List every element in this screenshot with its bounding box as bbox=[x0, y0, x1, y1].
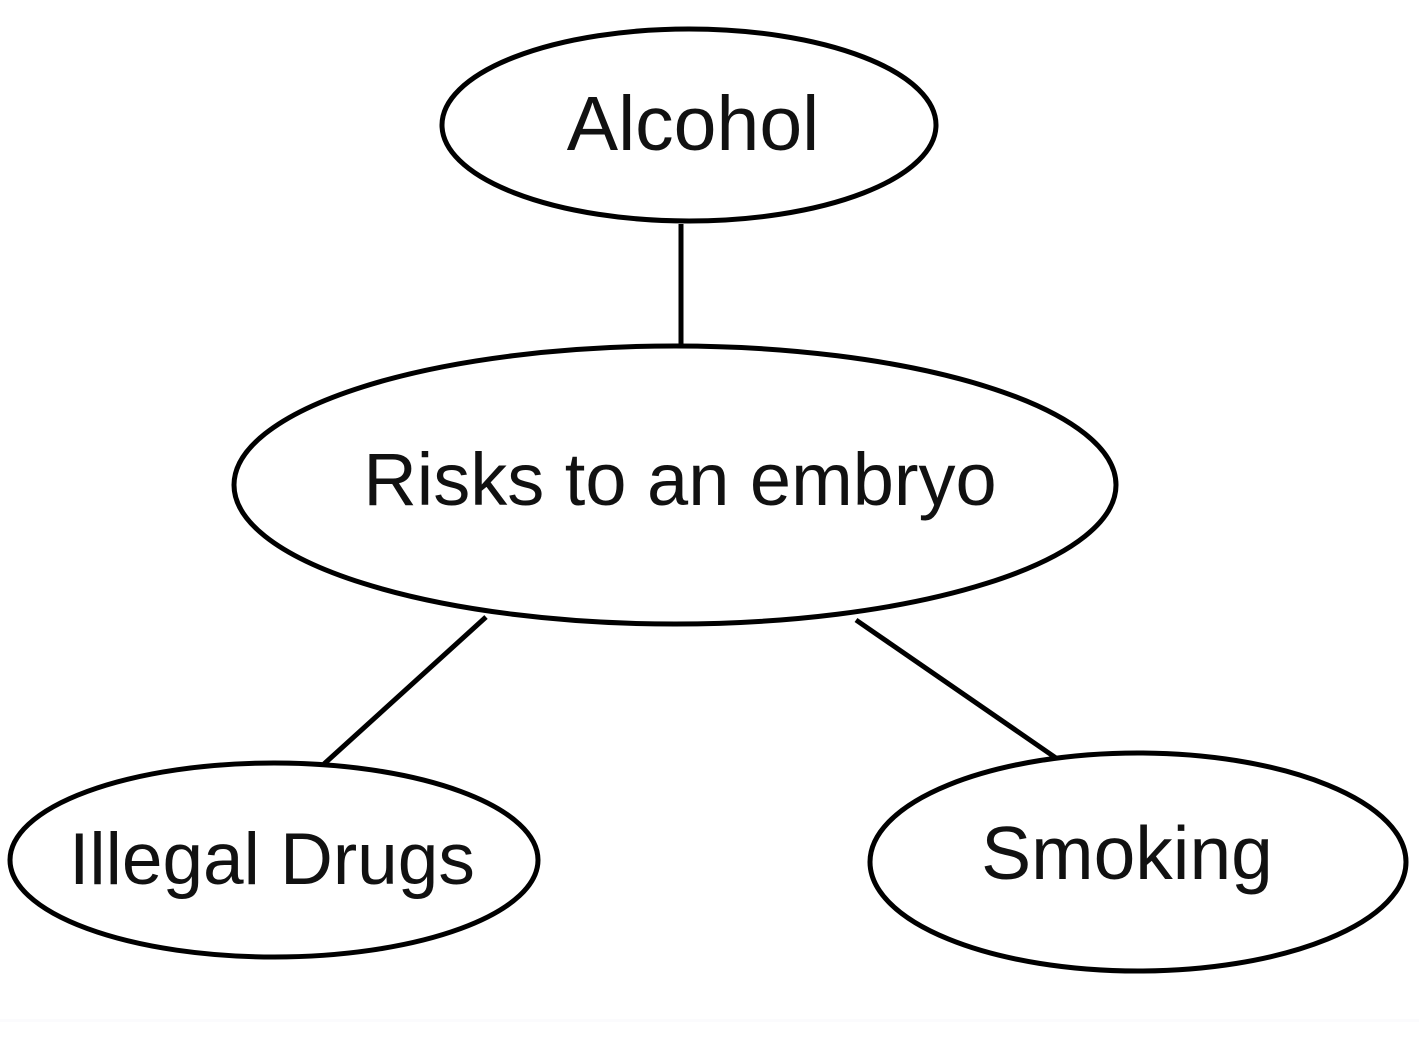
smoking-ellipse-shape bbox=[867, 750, 1409, 974]
edge-center-to-illegal-drugs bbox=[322, 615, 488, 766]
illegal-drugs-label: Illegal Drugs bbox=[69, 819, 475, 900]
center-label: Risks to an embryo bbox=[363, 438, 996, 521]
node-alcohol[interactable]: Alcohol bbox=[439, 26, 939, 224]
edge-center-to-smoking bbox=[854, 617, 1058, 761]
node-smoking[interactable]: Smoking bbox=[867, 750, 1409, 974]
alcohol-ellipse-shape bbox=[439, 26, 939, 224]
footer-divider bbox=[0, 1019, 1419, 1022]
node-illegal-drugs[interactable]: Illegal Drugs bbox=[7, 760, 541, 960]
illegal-drugs-ellipse-shape bbox=[7, 760, 541, 960]
center-ellipse-shape bbox=[231, 343, 1119, 627]
alcohol-label: Alcohol bbox=[567, 81, 820, 167]
smoking-label: Smoking bbox=[981, 811, 1273, 895]
node-risks-to-an-embryo[interactable]: Risks to an embryo bbox=[231, 343, 1119, 627]
